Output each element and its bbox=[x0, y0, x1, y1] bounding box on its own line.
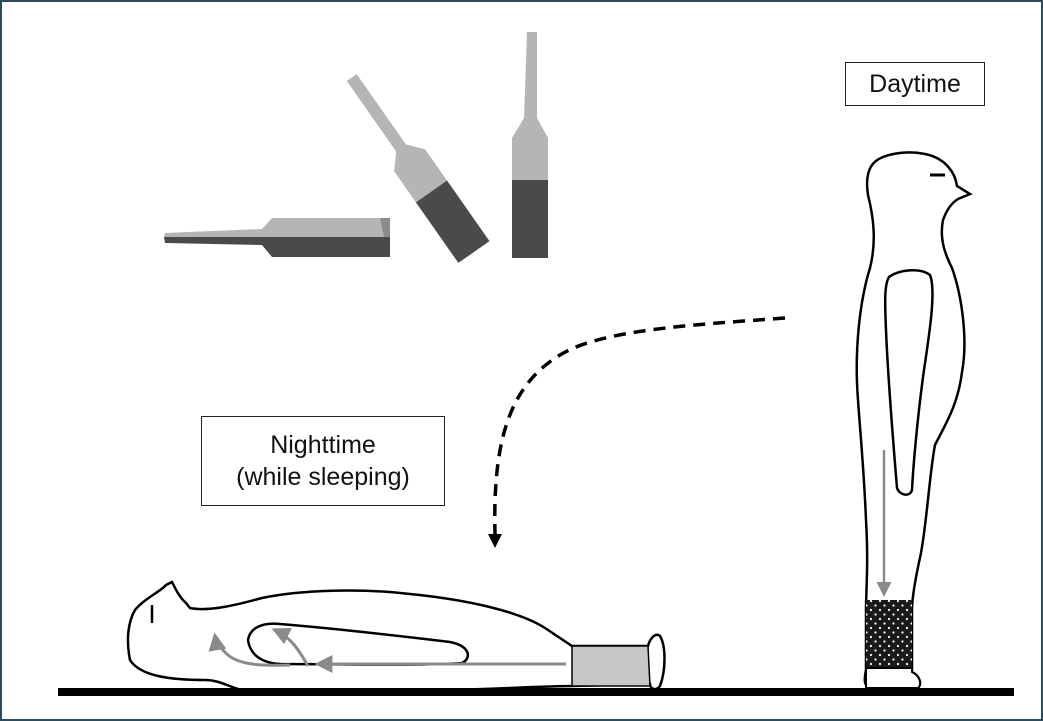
daytime-label: Daytime bbox=[869, 70, 961, 99]
bottle-upright bbox=[512, 32, 548, 258]
bottle-horizontal bbox=[164, 218, 390, 257]
dashed-arrow-head bbox=[488, 534, 502, 548]
standing-person-icon bbox=[857, 152, 970, 688]
nighttime-label-line1: Nighttime bbox=[270, 429, 376, 461]
nighttime-label-box: Nighttime (while sleeping) bbox=[201, 416, 445, 506]
lying-person-icon bbox=[128, 582, 665, 692]
floor-line bbox=[58, 688, 1014, 696]
daytime-label-box: Daytime bbox=[845, 62, 985, 106]
nighttime-label-line2: (while sleeping) bbox=[236, 461, 410, 493]
curved-dashed-arrow-icon bbox=[495, 318, 785, 535]
